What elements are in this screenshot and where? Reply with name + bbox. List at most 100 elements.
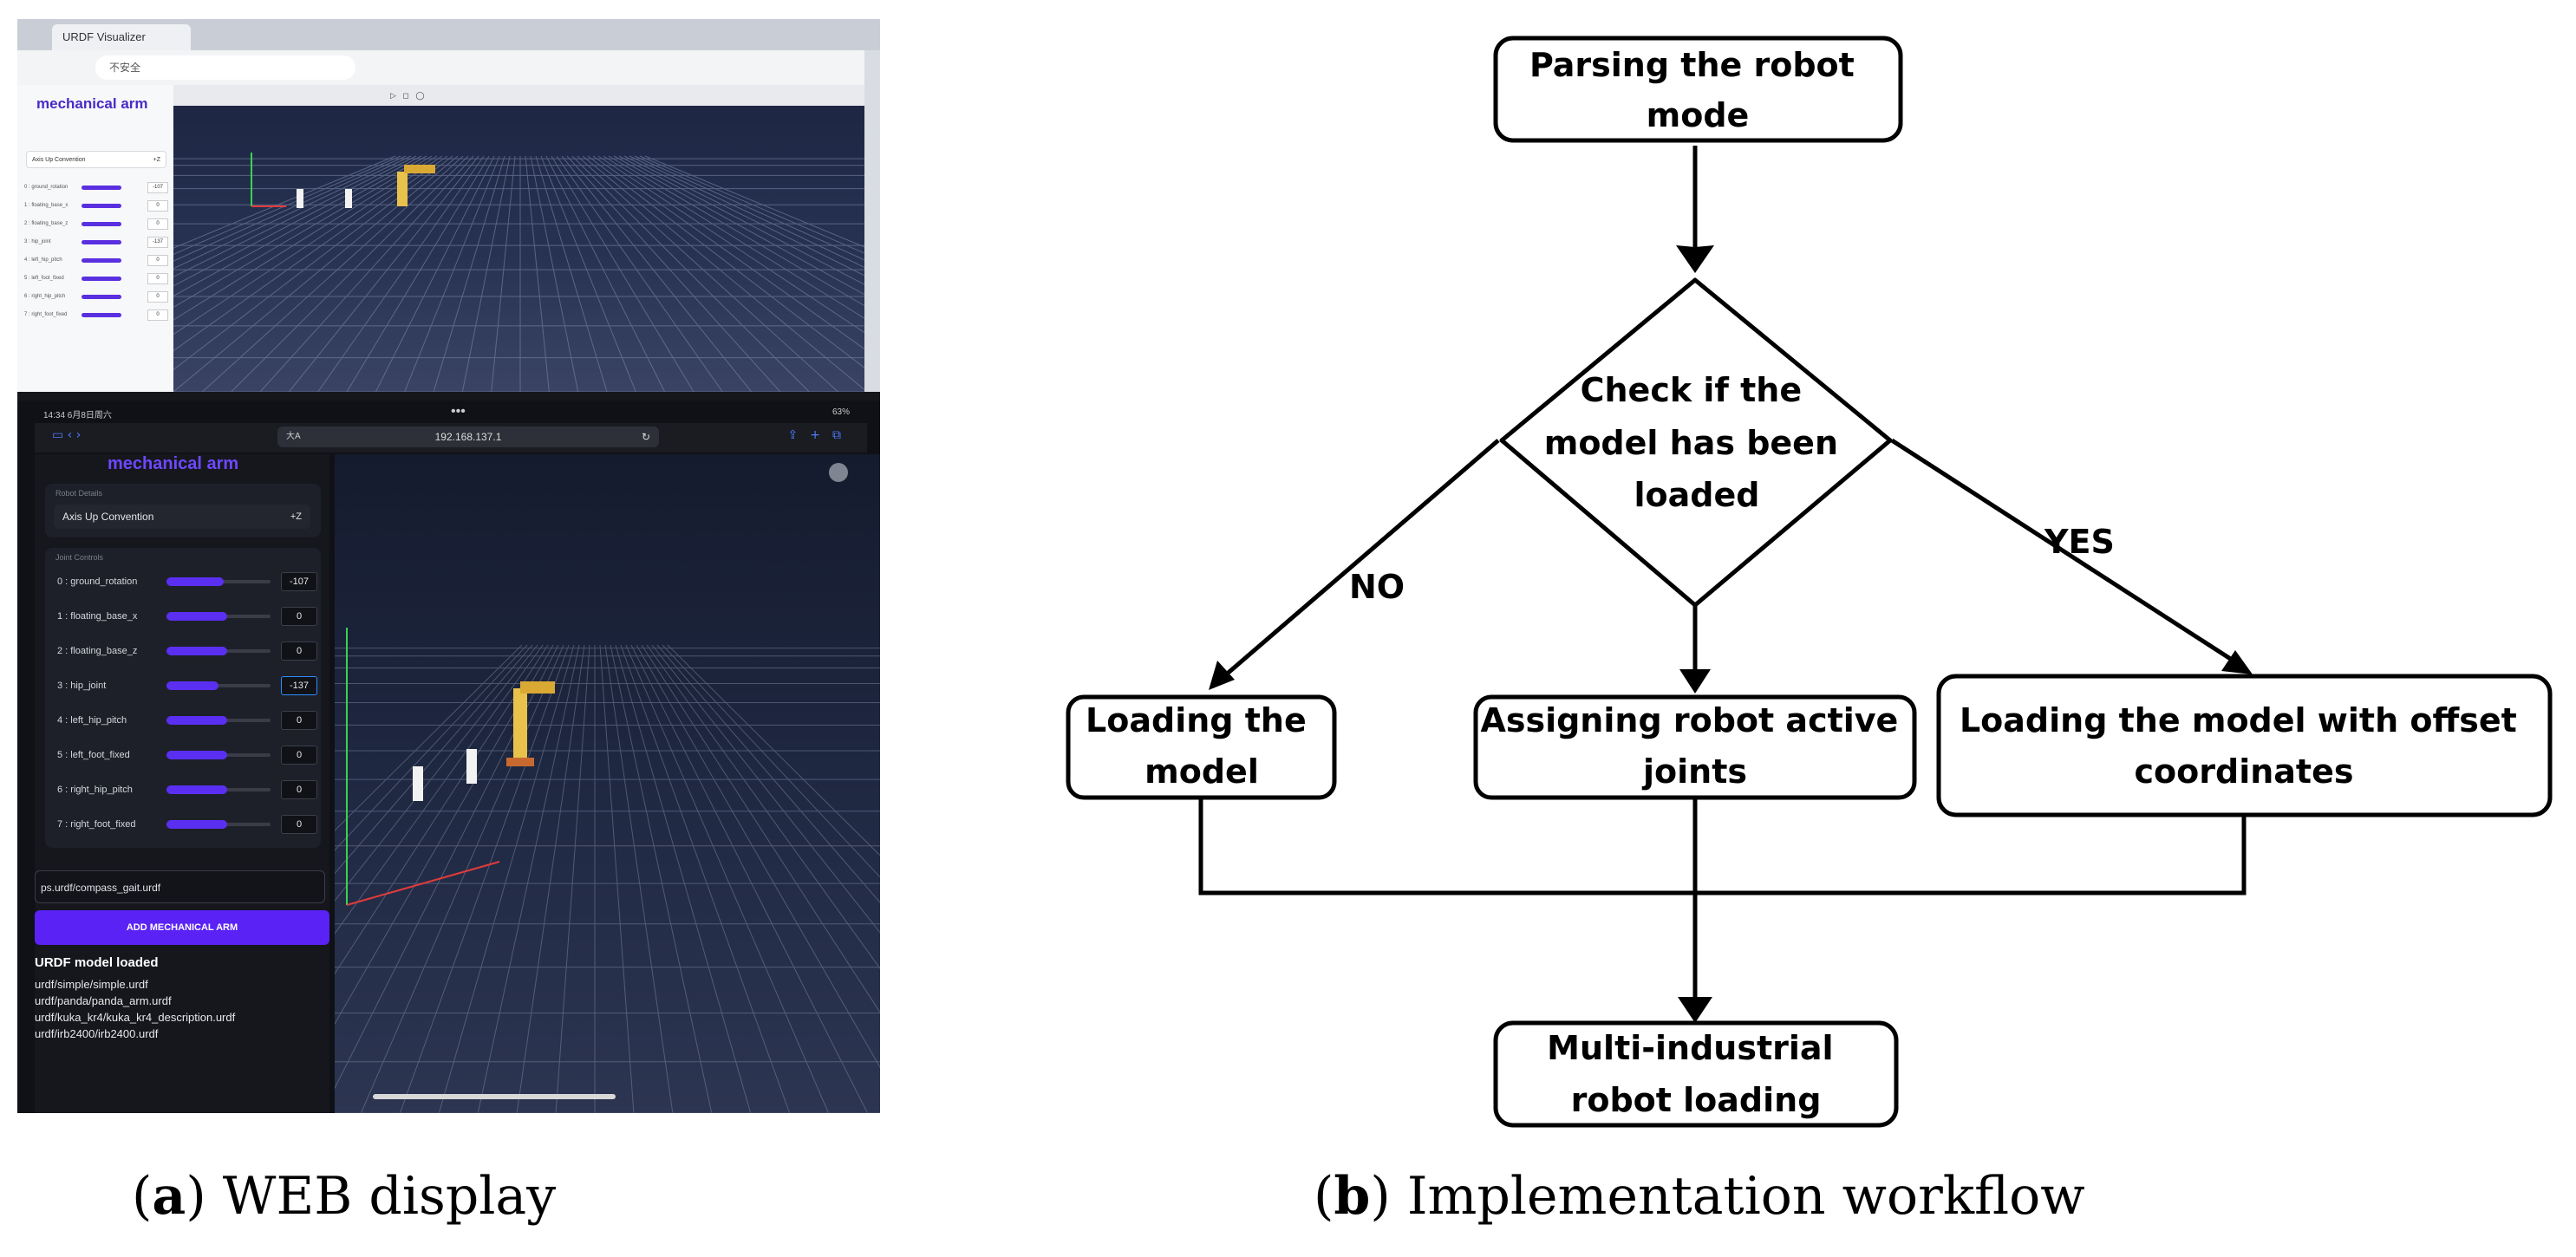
tablet-app-title: mechanical arm bbox=[108, 454, 239, 473]
add-mechanical-arm-button[interactable]: ADD MECHANICAL ARM bbox=[35, 910, 329, 945]
browser-tab[interactable]: URDF Visualizer bbox=[52, 24, 191, 50]
tablet-browser-bar: ▭ ‹ › 大A 192.168.137.1 ↻ ⇪+⧉ bbox=[35, 423, 867, 453]
share-add-tabs-icons[interactable]: ⇪+⧉ bbox=[787, 428, 853, 442]
joint-value-input[interactable]: 0 bbox=[147, 273, 168, 284]
joint-value-input[interactable]: -137 bbox=[147, 237, 168, 248]
joint-slider-fill bbox=[166, 612, 227, 621]
laptop-screen: URDF Visualizer 不安全 mechanical arm Axis … bbox=[17, 19, 880, 392]
merge-line bbox=[1198, 798, 2247, 896]
joint-slider[interactable] bbox=[82, 258, 121, 263]
tablet-grid-scene bbox=[335, 628, 880, 1113]
axis-convention-select[interactable]: Axis Up Convention +Z bbox=[54, 505, 310, 529]
joint-value-input[interactable]: 0 bbox=[147, 200, 168, 212]
laptop-app-title: mechanical arm bbox=[36, 95, 148, 112]
laptop-joint-row: 7 : right_foot_fixed 0 bbox=[24, 309, 170, 321]
sidebar-toggle-icon[interactable]: ▭ ‹ › bbox=[52, 428, 82, 442]
loaded-model-item[interactable]: urdf/simple/simple.urdf bbox=[35, 978, 148, 991]
joint-name: 7 : right_foot_fixed bbox=[24, 312, 68, 317]
arrow-yes bbox=[1890, 438, 2246, 670]
tablet-3d-viewer[interactable] bbox=[335, 454, 880, 1113]
joint-slider[interactable] bbox=[166, 751, 271, 759]
text-size-label[interactable]: 大A bbox=[286, 432, 301, 441]
joint-slider[interactable] bbox=[82, 240, 121, 244]
joint-slider[interactable] bbox=[82, 277, 121, 281]
joint-slider[interactable] bbox=[82, 222, 121, 226]
status-bar: 14:34 6月8日周六 ••• 63% bbox=[35, 404, 867, 425]
reload-icon[interactable]: ↻ bbox=[641, 431, 650, 443]
laptop-joint-row: 5 : left_foot_fixed 0 bbox=[24, 273, 170, 284]
end-text: Multi-industrial robot loading bbox=[1547, 1029, 1845, 1119]
joint-name: 5 : left_foot_fixed bbox=[24, 276, 64, 281]
joint-value-input[interactable]: -107 bbox=[147, 182, 168, 193]
joint-name: 0 : ground_rotation bbox=[57, 576, 138, 587]
axis-convention-value: +Z bbox=[290, 511, 302, 522]
joint-slider[interactable] bbox=[166, 785, 271, 794]
laptop-joint-row: 2 : floating_base_z 0 bbox=[24, 218, 170, 230]
laptop-joint-row: 6 : right_hip_pitch 0 bbox=[24, 291, 170, 303]
joint-value-input[interactable]: 0 bbox=[281, 746, 317, 765]
joint-name: 1 : floating_base_x bbox=[24, 203, 68, 208]
joint-slider[interactable] bbox=[166, 577, 271, 586]
joint-name: 2 : floating_base_z bbox=[24, 221, 68, 226]
joint-slider-fill bbox=[166, 785, 227, 794]
laptop-grid-scene bbox=[173, 153, 867, 392]
assign-joints-box bbox=[1473, 694, 1917, 800]
joint-row: 4 : left_hip_pitch 0 bbox=[45, 709, 321, 732]
robot-models bbox=[297, 165, 435, 208]
joint-slider-fill bbox=[166, 681, 218, 690]
joint-slider[interactable] bbox=[82, 186, 121, 190]
address-input[interactable]: 不安全 bbox=[95, 55, 355, 80]
robot-details-label: Robot Details bbox=[55, 489, 103, 498]
web-display-photo: URDF Visualizer 不安全 mechanical arm Axis … bbox=[17, 19, 880, 1113]
joint-value-input[interactable]: 0 bbox=[281, 780, 317, 799]
loaded-model-item[interactable]: urdf/irb2400/irb2400.urdf bbox=[35, 1027, 159, 1040]
laptop-3d-viewer[interactable]: ▷ ◻ ◯ bbox=[173, 85, 867, 392]
browser-address-bar: 不安全 bbox=[17, 50, 880, 86]
joint-slider[interactable] bbox=[166, 681, 271, 690]
joint-value-input[interactable]: 0 bbox=[281, 815, 317, 834]
robot-details-card: Robot Details Axis Up Convention +Z bbox=[45, 484, 321, 537]
offset-model-text: Loading the model with offset coordinate… bbox=[1960, 701, 2528, 791]
joint-value-input[interactable]: 0 bbox=[281, 607, 317, 626]
loaded-model-item[interactable]: urdf/panda/panda_arm.urdf bbox=[35, 994, 172, 1007]
play-icon[interactable]: ▷ ◻ ◯ bbox=[390, 91, 425, 100]
tablet-url: 192.168.137.1 bbox=[434, 431, 502, 443]
joint-name: 6 : right_hip_pitch bbox=[24, 294, 66, 299]
axis-convention-label: Axis Up Convention bbox=[62, 511, 154, 523]
joint-slider[interactable] bbox=[82, 295, 121, 299]
start-box bbox=[1493, 36, 1903, 143]
joint-value-input[interactable]: 0 bbox=[147, 255, 168, 266]
axis-convention-label: Axis Up Convention bbox=[32, 157, 86, 163]
joint-value-input[interactable]: 0 bbox=[281, 711, 317, 730]
joint-slider[interactable] bbox=[166, 612, 271, 621]
joint-slider-fill bbox=[166, 820, 227, 829]
joint-slider[interactable] bbox=[82, 313, 121, 317]
robot-models bbox=[413, 681, 555, 801]
joint-value-input[interactable]: -137 bbox=[281, 676, 317, 695]
urdf-path-input[interactable]: ps.urdf/compass_gait.urdf bbox=[35, 870, 325, 903]
more-dots-icon[interactable]: ••• bbox=[451, 404, 466, 419]
joint-value-input[interactable]: 0 bbox=[147, 218, 168, 230]
loaded-models-title: URDF model loaded bbox=[35, 955, 159, 970]
joint-slider[interactable] bbox=[166, 820, 271, 829]
joint-name: 4 : left_hip_pitch bbox=[57, 715, 127, 726]
home-indicator[interactable] bbox=[373, 1094, 616, 1099]
joint-value-input[interactable]: -107 bbox=[281, 572, 317, 591]
joint-value-input[interactable]: 0 bbox=[281, 642, 317, 661]
joint-slider[interactable] bbox=[166, 647, 271, 655]
loaded-model-list: urdf/simple/simple.urdf urdf/panda/panda_… bbox=[35, 976, 235, 1042]
joint-slider[interactable] bbox=[82, 204, 121, 208]
laptop-right-toolbar bbox=[864, 50, 880, 392]
joint-slider[interactable] bbox=[166, 716, 271, 725]
viewer-settings-icon[interactable] bbox=[829, 463, 848, 482]
laptop-axis-select[interactable]: Axis Up Convention +Z bbox=[26, 151, 166, 168]
loaded-model-item[interactable]: urdf/kuka_kr4/kuka_kr4_description.urdf bbox=[35, 1011, 236, 1024]
viewer-toolbar: ▷ ◻ ◯ bbox=[173, 85, 867, 106]
joint-value-input[interactable]: 0 bbox=[147, 309, 168, 321]
tablet-address-input[interactable]: 大A 192.168.137.1 ↻ bbox=[277, 427, 659, 447]
label-no: NO bbox=[1349, 568, 1405, 606]
joint-value-input[interactable]: 0 bbox=[147, 291, 168, 303]
laptop-joint-row: 1 : floating_base_x 0 bbox=[24, 200, 170, 212]
